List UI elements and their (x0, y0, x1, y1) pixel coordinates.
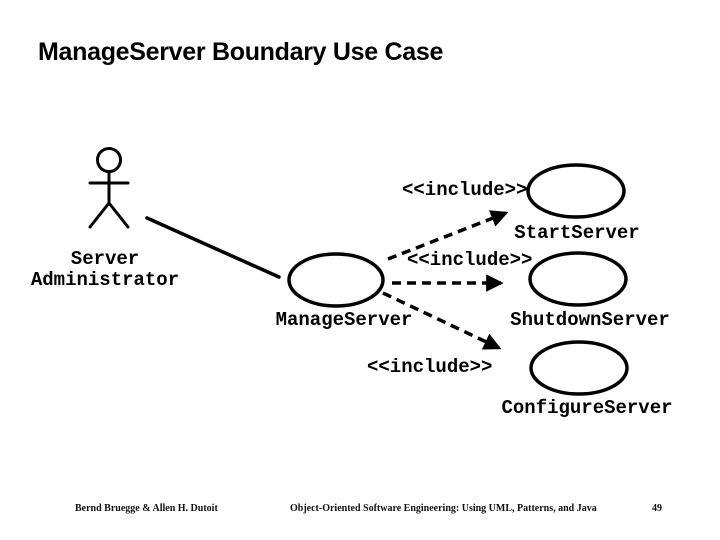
usecase-label-shutdown: ShutdownServer (510, 309, 670, 331)
actor-left-leg (88, 201, 111, 229)
include-stereotype-shutdown: <<include>> (407, 249, 533, 271)
usecase-ellipse-start (526, 163, 626, 219)
include-arrow-configure (382, 291, 502, 350)
actor-label: Server Administrator (31, 249, 179, 291)
usecase-label-manage: ManageServer (275, 309, 413, 331)
usecase-label-start: StartServer (514, 222, 640, 244)
usecase-ellipse-configure (529, 340, 629, 396)
usecase-ellipse-shutdown (528, 251, 628, 307)
footer-book-title: Object-Oriented Software Engineering: Us… (290, 503, 597, 514)
include-stereotype-configure: <<include>> (367, 356, 493, 378)
usecase-ellipse-manage (287, 252, 385, 308)
slide-title: ManageServer Boundary Use Case (38, 38, 444, 66)
actor-label-line1: Server (70, 248, 140, 270)
footer-page-number: 49 (652, 503, 662, 514)
include-stereotype-start: <<include>> (402, 179, 528, 201)
actor-head (96, 147, 122, 173)
actor-figure (88, 147, 130, 229)
footer-authors: Bernd Bruegge & Allen H. Dutoit (75, 503, 218, 514)
association-line (145, 216, 281, 279)
actor-label-line2: Administrator (30, 269, 180, 291)
actor-right-leg (107, 201, 130, 229)
usecase-label-configure: ConfigureServer (501, 397, 673, 419)
include-arrow-start (387, 210, 509, 261)
